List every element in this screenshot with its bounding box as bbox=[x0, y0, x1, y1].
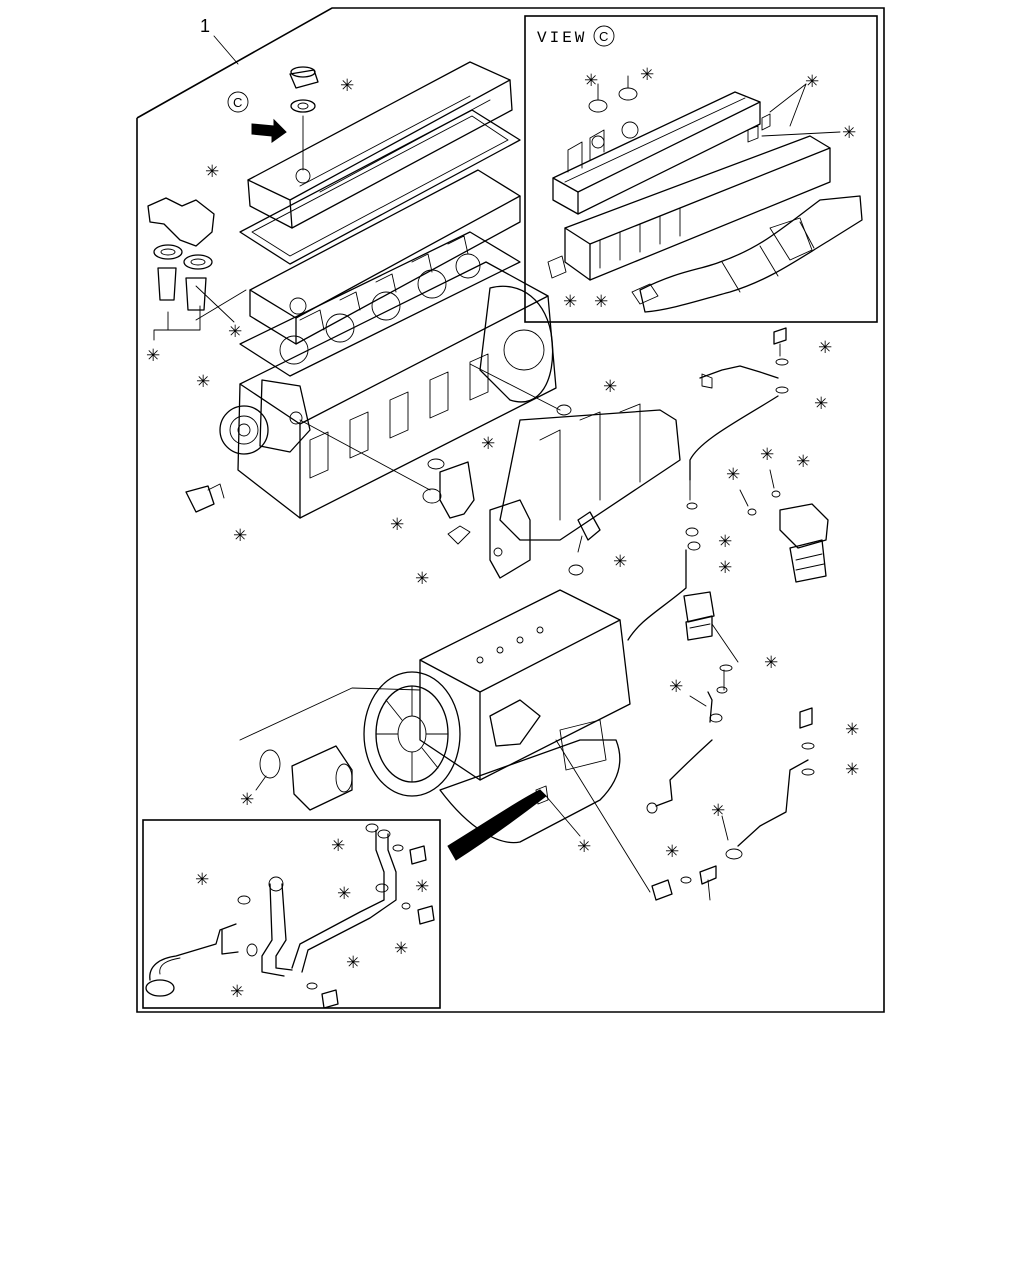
kit-marker: ✳ bbox=[146, 346, 160, 366]
kit-marker: ✳ bbox=[584, 71, 598, 91]
thermostat-parts bbox=[147, 197, 247, 341]
item-number: 1 bbox=[200, 16, 210, 36]
kit-marker: ✳ bbox=[577, 837, 591, 857]
kit-marker: ✳ bbox=[337, 884, 351, 904]
kit-marker: ✳ bbox=[195, 870, 209, 890]
kit-marker: ✳ bbox=[711, 801, 725, 821]
view-letter: C bbox=[599, 29, 608, 44]
kit-marker: ✳ bbox=[240, 790, 254, 810]
kit-marker: ✳ bbox=[228, 322, 242, 342]
item-number-callout: 1 bbox=[200, 16, 239, 65]
part-kit-markers: ✳ ✳ ✳ ✳ ✳ ✳ ✳ ✳ ✳ ✳ ✳ ✳ ✳ ✳ ✳ ✳ ✳ ✳ ✳ ✳ … bbox=[146, 65, 859, 1002]
kit-marker: ✳ bbox=[760, 445, 774, 465]
kit-marker: ✳ bbox=[196, 372, 210, 392]
view-marker-letter: C bbox=[233, 95, 242, 110]
kit-marker: ✳ bbox=[613, 552, 627, 572]
view-c-inset: VIEW C bbox=[524, 15, 878, 323]
oil-pipe-detail-inset bbox=[142, 819, 441, 1009]
oil-filter-assembly bbox=[568, 327, 829, 691]
kit-marker: ✳ bbox=[415, 877, 429, 897]
lower-engine-assembly bbox=[239, 589, 815, 901]
kit-marker: ✳ bbox=[563, 292, 577, 312]
cylinder-block bbox=[185, 261, 557, 519]
kit-marker: ✳ bbox=[842, 123, 856, 143]
kit-marker: ✳ bbox=[818, 338, 832, 358]
view-label: VIEW bbox=[537, 29, 587, 47]
main-frame bbox=[136, 7, 885, 1013]
kit-marker: ✳ bbox=[233, 526, 247, 546]
kit-marker: ✳ bbox=[331, 836, 345, 856]
kit-marker: ✳ bbox=[603, 377, 617, 397]
kit-marker: ✳ bbox=[230, 982, 244, 1002]
kit-marker: ✳ bbox=[814, 394, 828, 414]
kit-marker: ✳ bbox=[415, 569, 429, 589]
kit-marker: ✳ bbox=[796, 452, 810, 472]
kit-marker: ✳ bbox=[726, 465, 740, 485]
kit-marker: ✳ bbox=[394, 939, 408, 959]
kit-marker: ✳ bbox=[718, 532, 732, 552]
rocker-cover-assembly: C bbox=[227, 61, 521, 377]
kit-marker: ✳ bbox=[390, 515, 404, 535]
kit-marker: ✳ bbox=[845, 760, 859, 780]
intake-manifold bbox=[299, 363, 681, 579]
kit-marker: ✳ bbox=[764, 653, 778, 673]
kit-marker: ✳ bbox=[340, 76, 354, 96]
kit-marker: ✳ bbox=[205, 162, 219, 182]
kit-marker: ✳ bbox=[594, 292, 608, 312]
detail-pointer-arrow bbox=[447, 789, 547, 861]
kit-marker: ✳ bbox=[845, 720, 859, 740]
kit-marker: ✳ bbox=[640, 65, 654, 85]
kit-marker: ✳ bbox=[346, 953, 360, 973]
kit-marker: ✳ bbox=[718, 558, 732, 578]
kit-marker: ✳ bbox=[805, 72, 819, 92]
kit-marker: ✳ bbox=[481, 434, 495, 454]
kit-marker: ✳ bbox=[669, 677, 683, 697]
kit-marker: ✳ bbox=[665, 842, 679, 862]
